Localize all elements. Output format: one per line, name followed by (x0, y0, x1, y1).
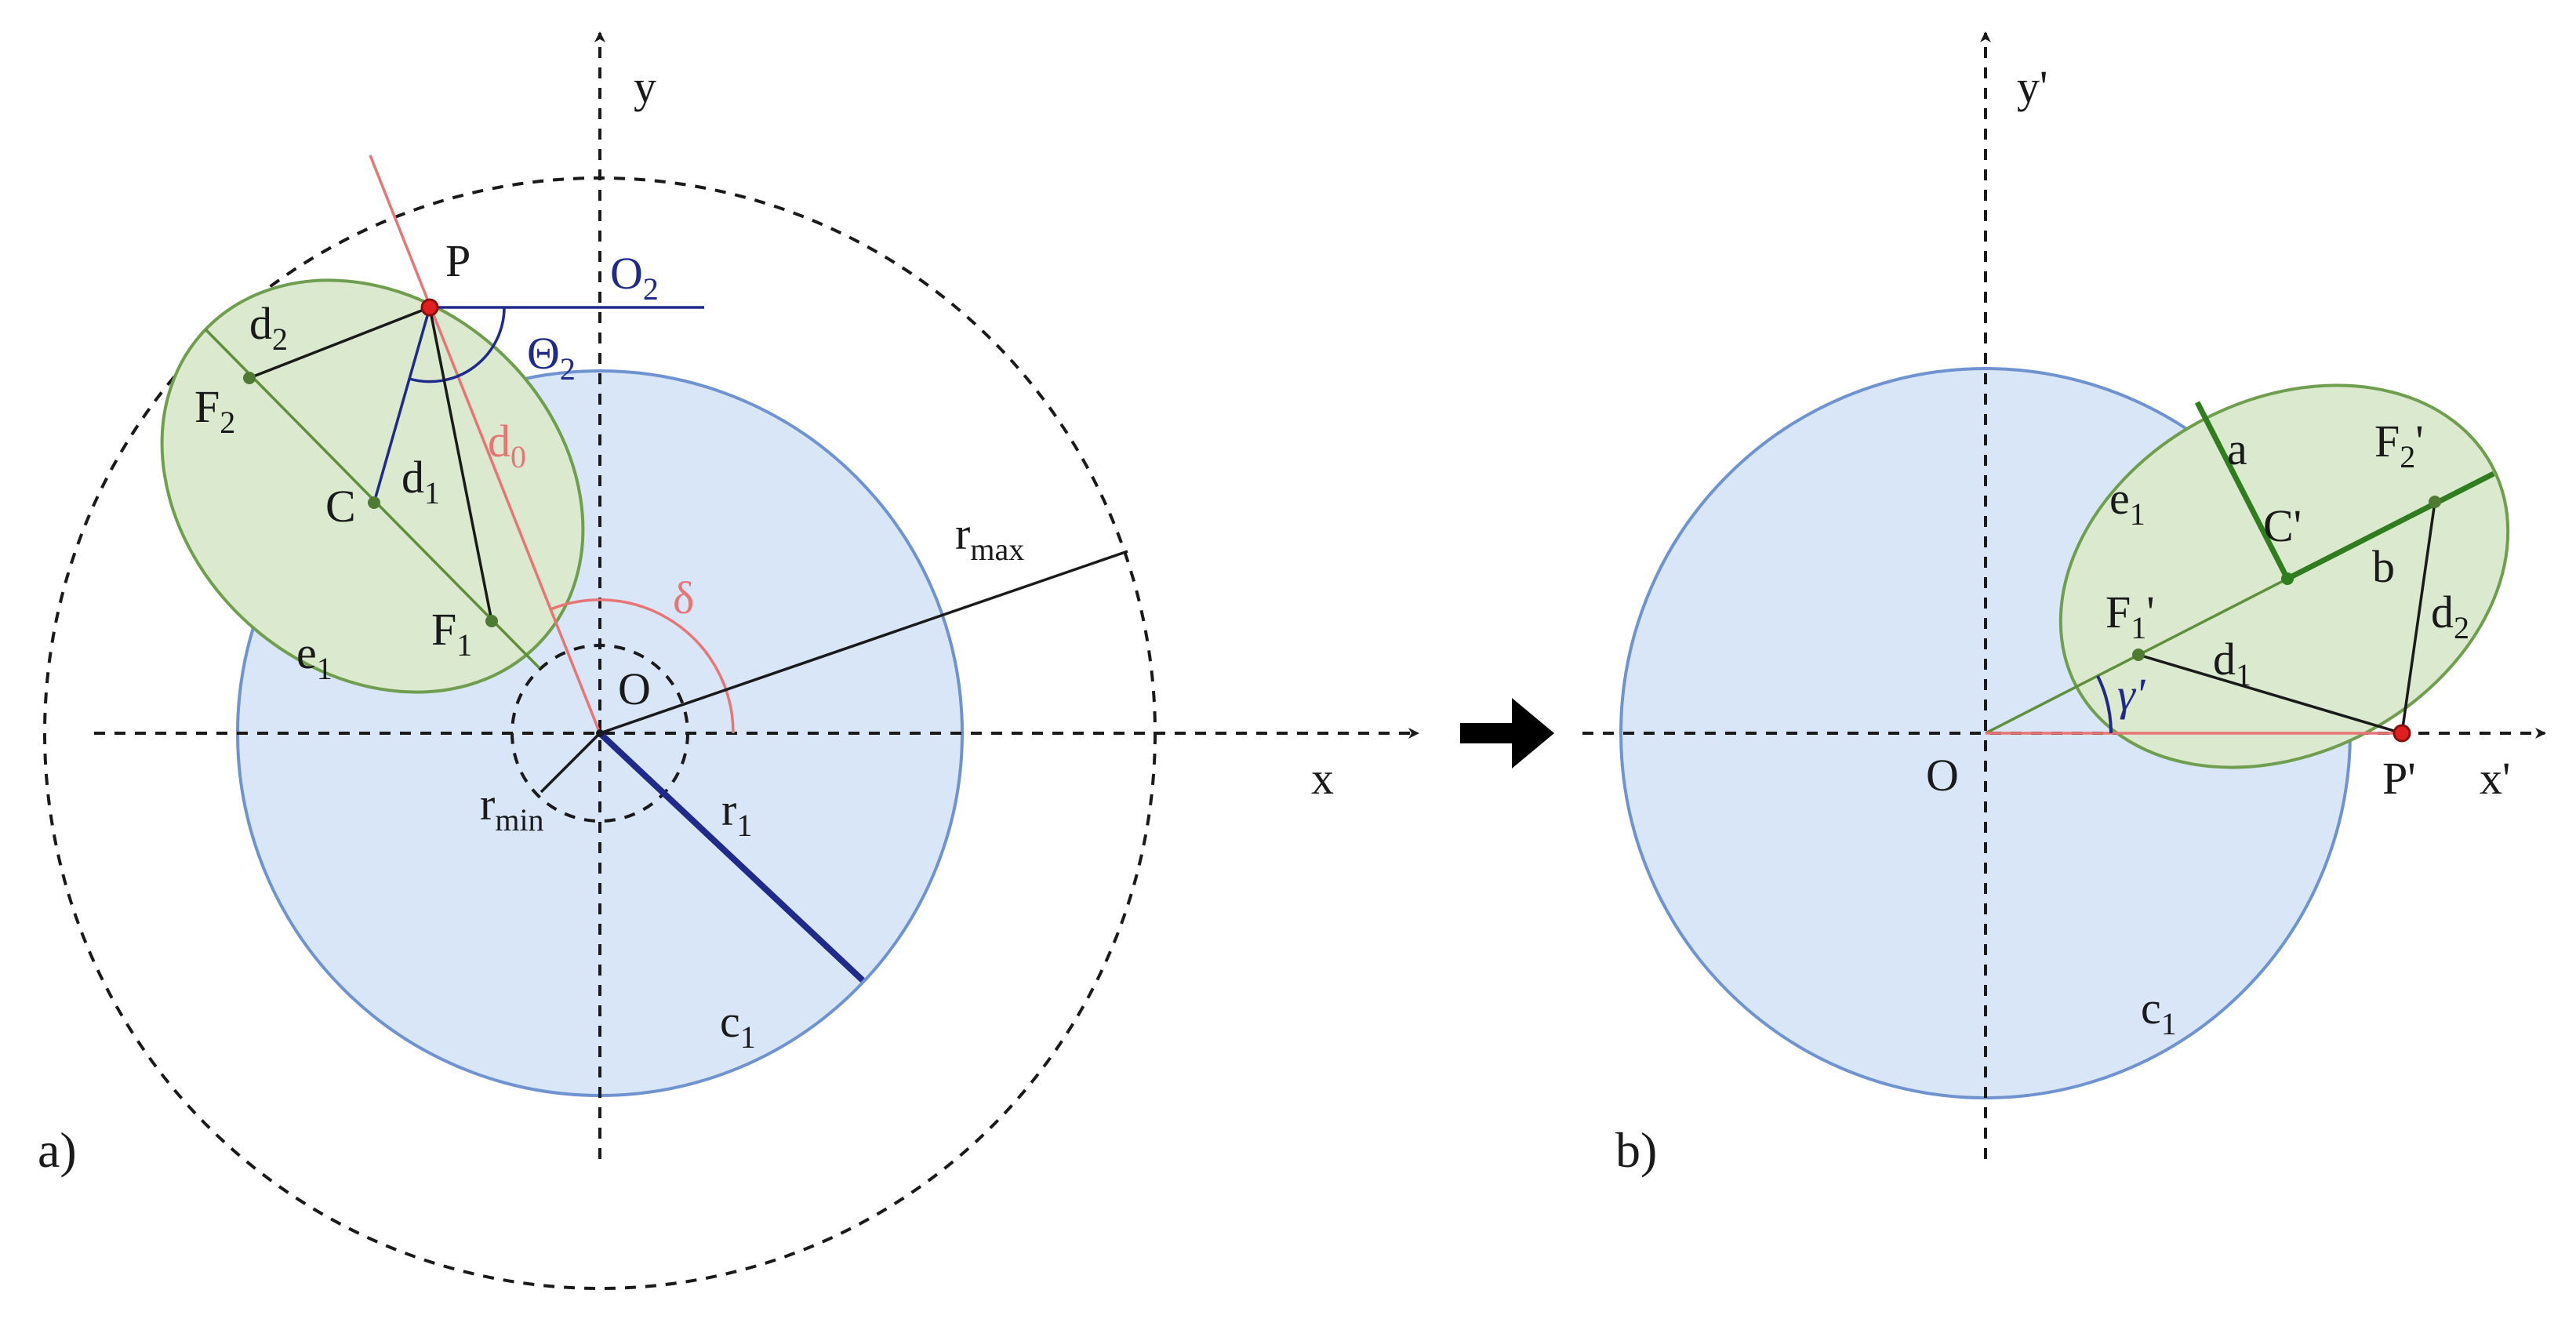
d1-line (428, 307, 493, 622)
point-c (368, 496, 380, 509)
point-c-b (2281, 572, 2294, 585)
d1-line-b (2138, 653, 2403, 735)
point-f1 (485, 615, 498, 627)
label-f2: F2 (194, 381, 235, 440)
label-rmin: rmin (480, 779, 544, 838)
label-f2-b: F2' (2374, 416, 2424, 474)
label-y: y (634, 61, 656, 112)
label-f1: F1 (431, 604, 472, 663)
label-o-b: O (1926, 750, 1959, 801)
delta-arc (550, 598, 735, 734)
label-x: x (1311, 753, 1334, 804)
label-x-b: x' (2480, 753, 2510, 804)
label-delta: δ (673, 572, 694, 623)
label-d1: d1 (401, 452, 440, 511)
point-p (420, 298, 439, 317)
d2-line-b (2400, 501, 2436, 734)
point-f2-b (2429, 496, 2441, 508)
label-d2-b: d2 (2431, 587, 2469, 645)
d0-line (369, 154, 601, 734)
rmin-radius (540, 732, 601, 794)
panel-b: y' x' O P' C' a b F1' F2' d1 d2 e1 c1 γ'… (1582, 31, 2546, 1178)
label-d0: d0 (488, 416, 526, 474)
d2-line (249, 306, 431, 380)
point-p-b (2393, 724, 2411, 743)
pc-line (372, 307, 431, 503)
label-c1-b: c1 (2141, 983, 2177, 1041)
r1-radius (598, 731, 865, 983)
e1-ellipse (160, 278, 585, 694)
label-e1-b: e1 (2109, 473, 2145, 532)
gamma-arc (2096, 675, 2113, 734)
label-e1: e1 (296, 627, 332, 686)
semi-major-b (2286, 471, 2495, 582)
label-d1-b: d1 (2213, 634, 2251, 692)
transition-arrow-icon (1460, 698, 1554, 769)
point-f2 (243, 372, 256, 384)
label-r1: r1 (721, 784, 752, 843)
label-y-b: y' (2017, 61, 2047, 112)
label-c-b: C' (2263, 500, 2302, 551)
panel-a-tag: a) (38, 1122, 77, 1178)
label-gamma: γ' (2117, 669, 2146, 720)
point-o (596, 729, 604, 737)
label-o2: O2 (610, 248, 659, 307)
rmax-radius (599, 550, 1128, 735)
label-p-b: P' (2382, 753, 2416, 804)
label-d2: d2 (249, 298, 288, 357)
label-c: C (325, 481, 356, 532)
theta2-arc (409, 307, 506, 383)
label-o: O (618, 663, 651, 714)
label-f1-b: F1' (2105, 587, 2155, 645)
label-a: a (2227, 423, 2247, 474)
label-rmax: rmax (955, 508, 1024, 567)
semi-minor-a (2194, 401, 2291, 580)
panel-a: y x P O C O2 Θ2 d0 d2 d1 F2 F1 e1 c1 r1 … (38, 31, 1419, 1290)
point-f1-b (2132, 649, 2145, 661)
label-p: P (445, 235, 471, 286)
label-b: b (2372, 541, 2395, 592)
label-c1: c1 (720, 996, 756, 1055)
panel-b-tag: b) (1615, 1122, 1657, 1178)
label-theta2: Θ2 (527, 328, 576, 387)
